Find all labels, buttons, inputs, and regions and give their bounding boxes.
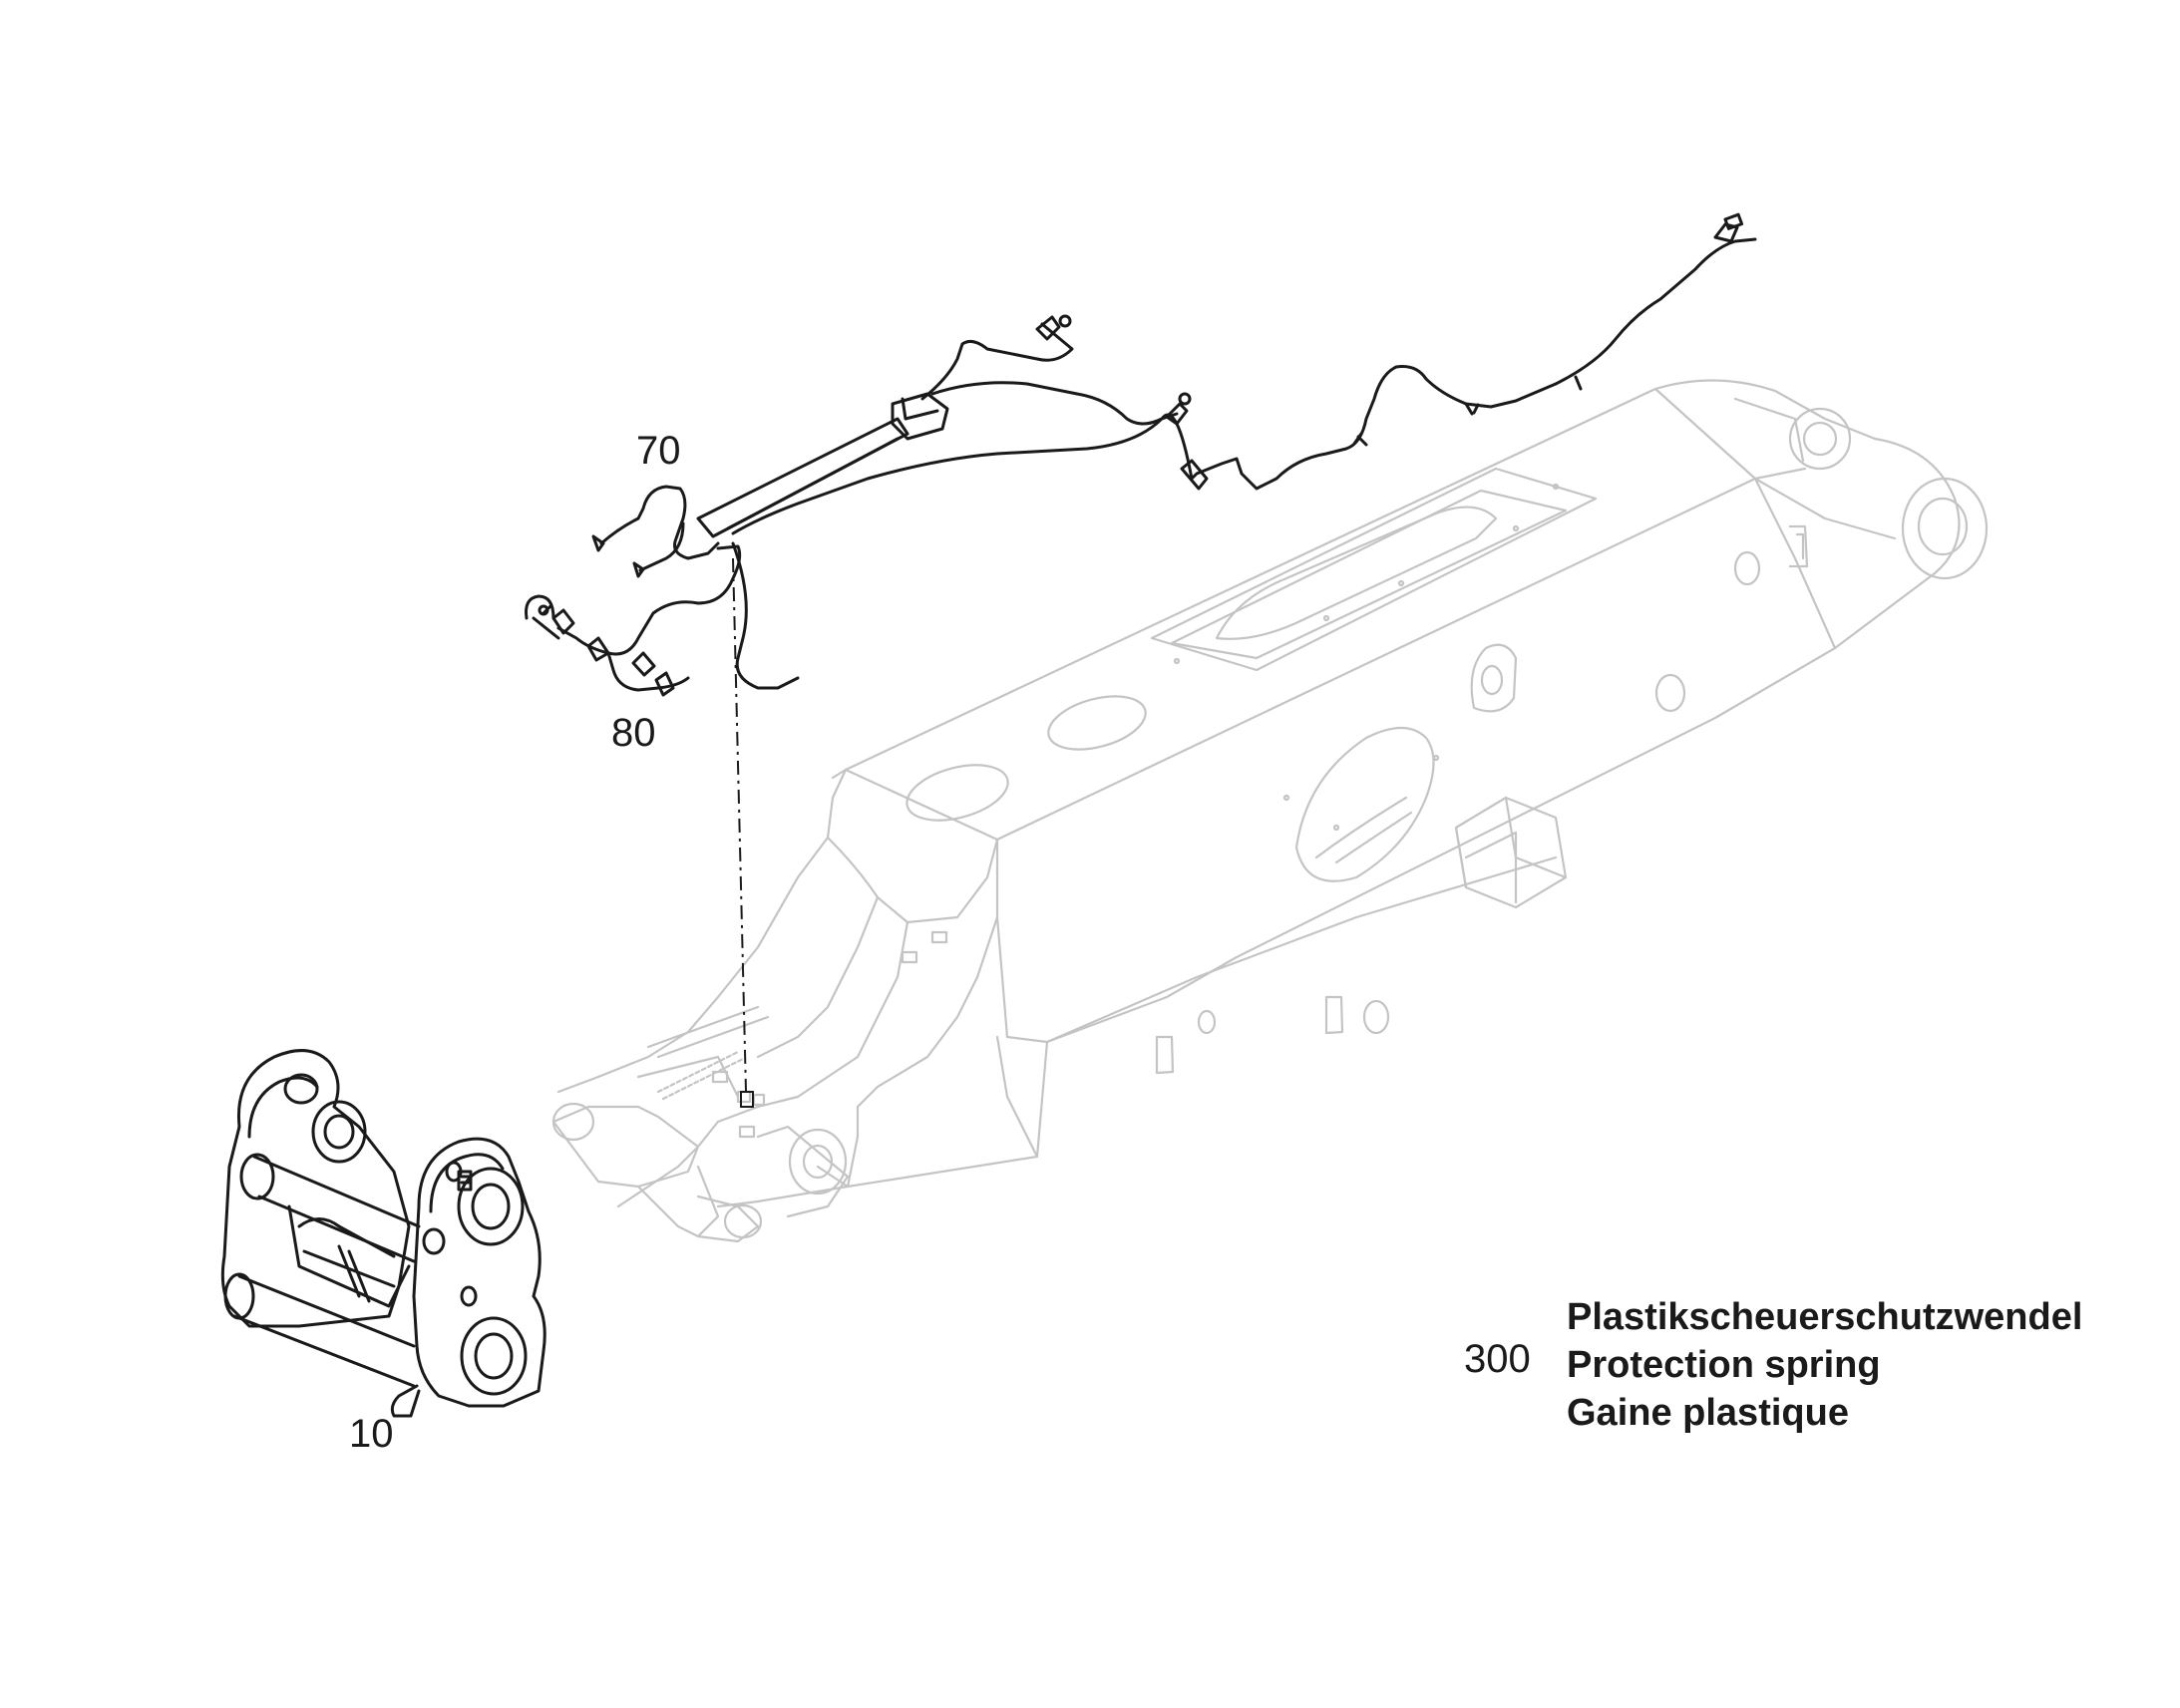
- callout-part-70: 70: [636, 429, 681, 473]
- boom-arm: [551, 379, 1989, 1243]
- quick-coupler-part-10: [220, 1049, 546, 1418]
- legend-line-french: Gaine plastique: [1567, 1392, 1849, 1434]
- callout-part-10: 10: [349, 1412, 394, 1456]
- legend-part-number: 300: [1464, 1337, 1531, 1381]
- legend-description: Plastikscheuerschutzwendel Protection sp…: [1567, 1293, 2082, 1437]
- legend-line-english: Protection spring: [1567, 1344, 1881, 1386]
- hydraulic-hoses: [525, 212, 1757, 697]
- assembly-leader-line: [732, 557, 747, 1093]
- callout-part-80: 80: [611, 711, 656, 755]
- legend-line-german: Plastikscheuerschutzwendel: [1567, 1296, 2083, 1338]
- assembly-marker: [740, 1091, 754, 1108]
